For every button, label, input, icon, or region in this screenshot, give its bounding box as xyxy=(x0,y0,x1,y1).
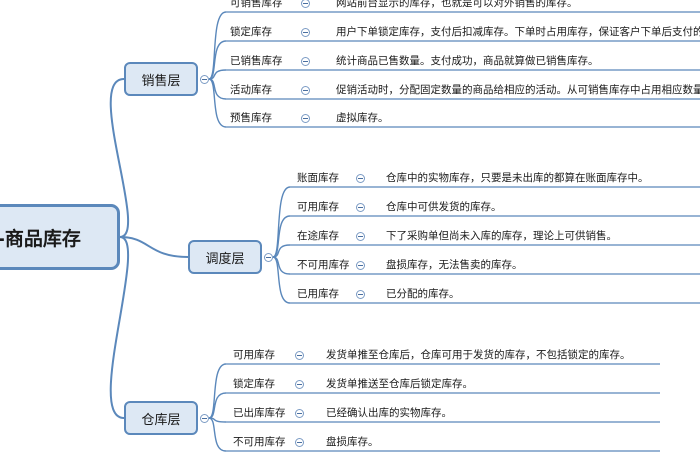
layer-title: 销售层 xyxy=(141,73,181,89)
collapse-toggle-icon[interactable] xyxy=(301,0,310,8)
collapse-toggle-icon[interactable] xyxy=(295,438,304,447)
collapse-toggle-icon[interactable] xyxy=(295,409,304,418)
collapse-toggle-icon[interactable] xyxy=(295,351,304,360)
branch-connector-2-0 xyxy=(208,363,227,419)
branch-connector-1-4 xyxy=(272,256,291,304)
collapse-toggle-icon[interactable] xyxy=(356,174,365,183)
root-title: -商品库存 xyxy=(0,227,81,250)
leaf-description: 网站前台显示的库存，也就是可以对外销售的库存。 xyxy=(336,0,578,9)
collapse-toggle-icon[interactable] xyxy=(301,86,310,95)
layer-node-2[interactable]: 仓库层 xyxy=(124,401,198,435)
leaf-description: 已分配的库存。 xyxy=(386,288,460,300)
leaf-description: 发货单推至仓库后，仓库可用于发货的库存，不包括锁定的库存。 xyxy=(326,349,631,361)
leaf-description: 发货单推送至仓库后锁定库存。 xyxy=(326,378,473,390)
leaf-label[interactable]: 已出库库存 xyxy=(233,407,286,419)
layer-title: 调度层 xyxy=(205,251,245,267)
root-connector-1 xyxy=(119,236,189,258)
collapse-toggle-icon[interactable] xyxy=(200,74,209,84)
leaf-label[interactable]: 账面库存 xyxy=(297,172,339,184)
layer-node-1[interactable]: 调度层 xyxy=(188,240,262,274)
leaf-label[interactable]: 活动库存 xyxy=(230,84,272,96)
collapse-toggle-icon[interactable] xyxy=(200,413,209,423)
leaf-description: 盘损库存。 xyxy=(326,436,379,448)
leaf-label[interactable]: 可用库存 xyxy=(233,349,275,361)
collapse-toggle-icon[interactable] xyxy=(264,252,273,262)
leaf-label[interactable]: 预售库存 xyxy=(230,112,272,124)
leaf-description: 仓库中可供发货的库存。 xyxy=(386,201,502,213)
branch-connector-1-1 xyxy=(272,215,291,258)
collapse-toggle-icon[interactable] xyxy=(356,232,365,241)
branch-connector-0-4 xyxy=(208,78,227,128)
collapse-toggle-icon[interactable] xyxy=(301,57,310,66)
leaf-label[interactable]: 可销售库存 xyxy=(230,0,283,9)
leaf-label[interactable]: 不可用库存 xyxy=(297,259,350,271)
branch-connector-2-3 xyxy=(208,417,227,452)
collapse-toggle-icon[interactable] xyxy=(301,28,310,37)
branch-connector-0-0 xyxy=(208,11,227,80)
leaf-description: 用户下单锁定库存，支付后扣减库存。下单时占用库存，保证客户下单后支付的 xyxy=(336,26,700,38)
leaf-description: 下了采购单但尚未入库的库存，理论上可供销售。 xyxy=(386,230,617,242)
root-connector-2 xyxy=(109,236,130,419)
root-connector-0 xyxy=(109,78,130,238)
leaf-label[interactable]: 已销售库存 xyxy=(230,55,283,67)
collapse-toggle-icon[interactable] xyxy=(295,380,304,389)
leaf-label[interactable]: 不可用库存 xyxy=(233,436,286,448)
collapse-toggle-icon[interactable] xyxy=(356,290,365,299)
leaf-label[interactable]: 锁定库存 xyxy=(233,378,275,390)
root-node[interactable]: -商品库存 xyxy=(0,204,120,270)
leaf-description: 促销活动时，分配固定数量的商品给相应的活动。从可销售库存中占用相应数量 xyxy=(336,84,700,96)
leaf-description: 统计商品已售数量。支付成功，商品就算做已销售库存。 xyxy=(336,55,599,67)
branch-connector-2-1 xyxy=(208,392,227,419)
leaf-description: 已经确认出库的实物库存。 xyxy=(326,407,452,419)
leaf-label[interactable]: 可用库存 xyxy=(297,201,339,213)
leaf-label[interactable]: 在途库存 xyxy=(297,230,339,242)
collapse-toggle-icon[interactable] xyxy=(356,261,365,270)
leaf-label[interactable]: 已用库存 xyxy=(297,288,339,300)
leaf-description: 盘损库存，无法售卖的库存。 xyxy=(386,259,523,271)
layer-node-0[interactable]: 销售层 xyxy=(124,62,198,96)
leaf-description: 虚拟库存。 xyxy=(336,112,389,124)
collapse-toggle-icon[interactable] xyxy=(301,114,310,123)
collapse-toggle-icon[interactable] xyxy=(356,203,365,212)
leaf-label[interactable]: 锁定库存 xyxy=(230,26,272,38)
branch-connector-0-1 xyxy=(208,40,227,80)
layer-title: 仓库层 xyxy=(141,412,181,428)
leaf-description: 仓库中的实物库存，只要是未出库的都算在账面库存中。 xyxy=(386,172,649,184)
